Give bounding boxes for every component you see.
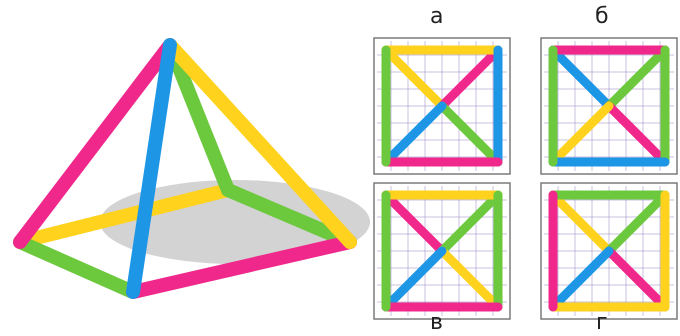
option-diag-tr-stick (604, 45, 670, 111)
option-diag-tl-stick (548, 45, 614, 111)
option-diag-tl-stick (548, 190, 614, 256)
option-a[interactable] (373, 37, 511, 175)
pyramid-edge-base-back-right (221, 183, 357, 249)
option-grid (544, 186, 674, 316)
pyramid-edge-base-left-back (13, 183, 235, 249)
pyramid-edge-base-left-front (13, 235, 140, 299)
option-diag-bl-stick (548, 101, 614, 167)
option-g[interactable] (540, 182, 678, 320)
option-grid (377, 186, 507, 316)
pyramid-edge-base-front-right (126, 235, 357, 299)
option-grid (377, 41, 507, 171)
option-diag-tl-stick (381, 190, 447, 256)
option-diag-br-stick (604, 101, 670, 167)
pyramid (13, 38, 370, 299)
option-g-label: г (596, 310, 608, 335)
option-v-label: в (430, 310, 443, 335)
option-a-label: а (430, 4, 444, 29)
option-b[interactable] (540, 37, 678, 175)
option-diag-tl-stick (381, 45, 447, 111)
pyramid-edge-front (126, 38, 177, 299)
option-diag-bl-stick (381, 101, 447, 167)
option-diag-bl-stick (548, 246, 614, 312)
option-diag-tr-stick (437, 45, 503, 111)
pyramid-edge-right (163, 38, 357, 249)
option-diag-br-stick (437, 101, 503, 167)
option-b-label: б (595, 4, 609, 29)
option-diag-br-stick (604, 246, 670, 312)
option-diag-bl-stick (381, 246, 447, 312)
pyramid-edge-left (13, 38, 177, 249)
option-diag-tr-stick (437, 190, 503, 256)
option-v[interactable] (373, 182, 511, 320)
option-diag-br-stick (437, 246, 503, 312)
pyramid-edge-back (163, 38, 235, 197)
option-diag-tr-stick (604, 190, 670, 256)
